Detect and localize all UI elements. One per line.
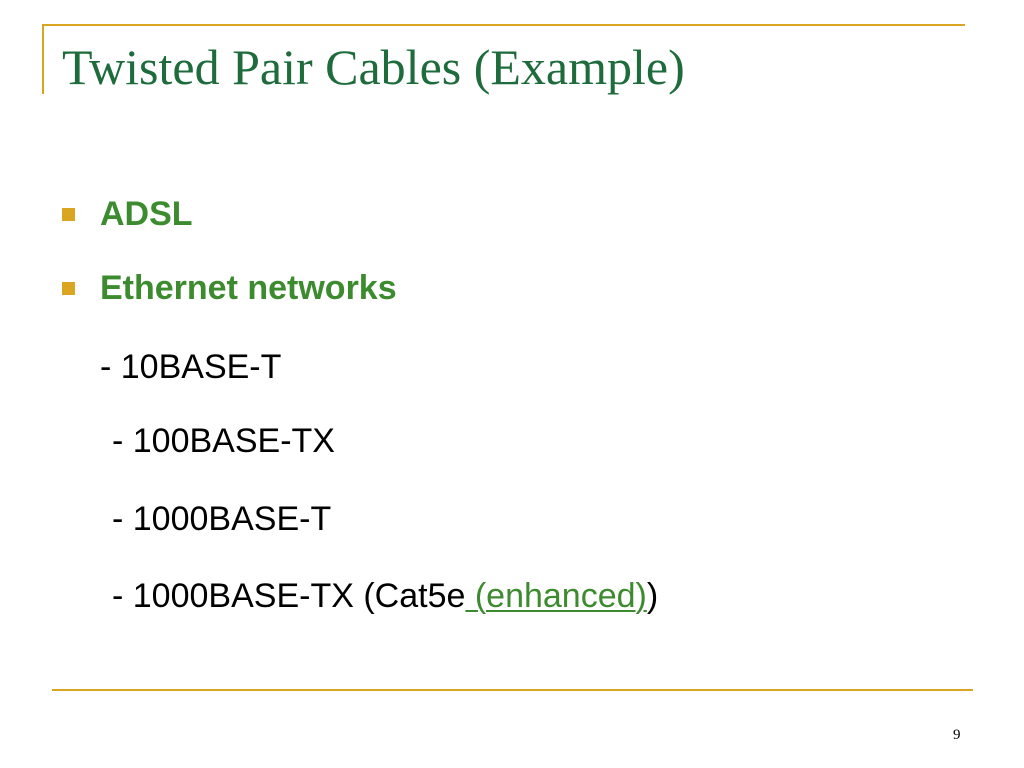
bullet-label: ADSL xyxy=(100,195,193,233)
sub-item-text: - 1000BASE-TX (Cat5e xyxy=(112,577,466,615)
sub-item-10base-t: - 10BASE-T xyxy=(100,348,282,386)
bullet-item-adsl: ADSL xyxy=(62,194,193,234)
slide-frame-left-rule xyxy=(42,24,44,94)
page-number: 9 xyxy=(953,727,961,743)
enhanced-link[interactable]: (enhanced) xyxy=(465,577,647,615)
footer-rule xyxy=(52,689,973,691)
bullet-item-ethernet-networks: Ethernet networks xyxy=(62,268,397,308)
sub-item-100base-tx: - 100BASE-TX xyxy=(112,422,335,460)
slide-frame-top-rule xyxy=(42,24,965,26)
closing-paren: ) xyxy=(646,577,659,615)
sub-item-1000base-tx: - 1000BASE-TX (Cat5e (enhanced)) xyxy=(112,579,658,613)
bullet-label: Ethernet networks xyxy=(100,269,397,307)
square-bullet-icon xyxy=(62,281,75,295)
sub-item-1000base-t: - 1000BASE-T xyxy=(112,500,332,538)
square-bullet-icon xyxy=(62,207,75,221)
slide-title: Twisted Pair Cables (Example) xyxy=(62,39,685,95)
